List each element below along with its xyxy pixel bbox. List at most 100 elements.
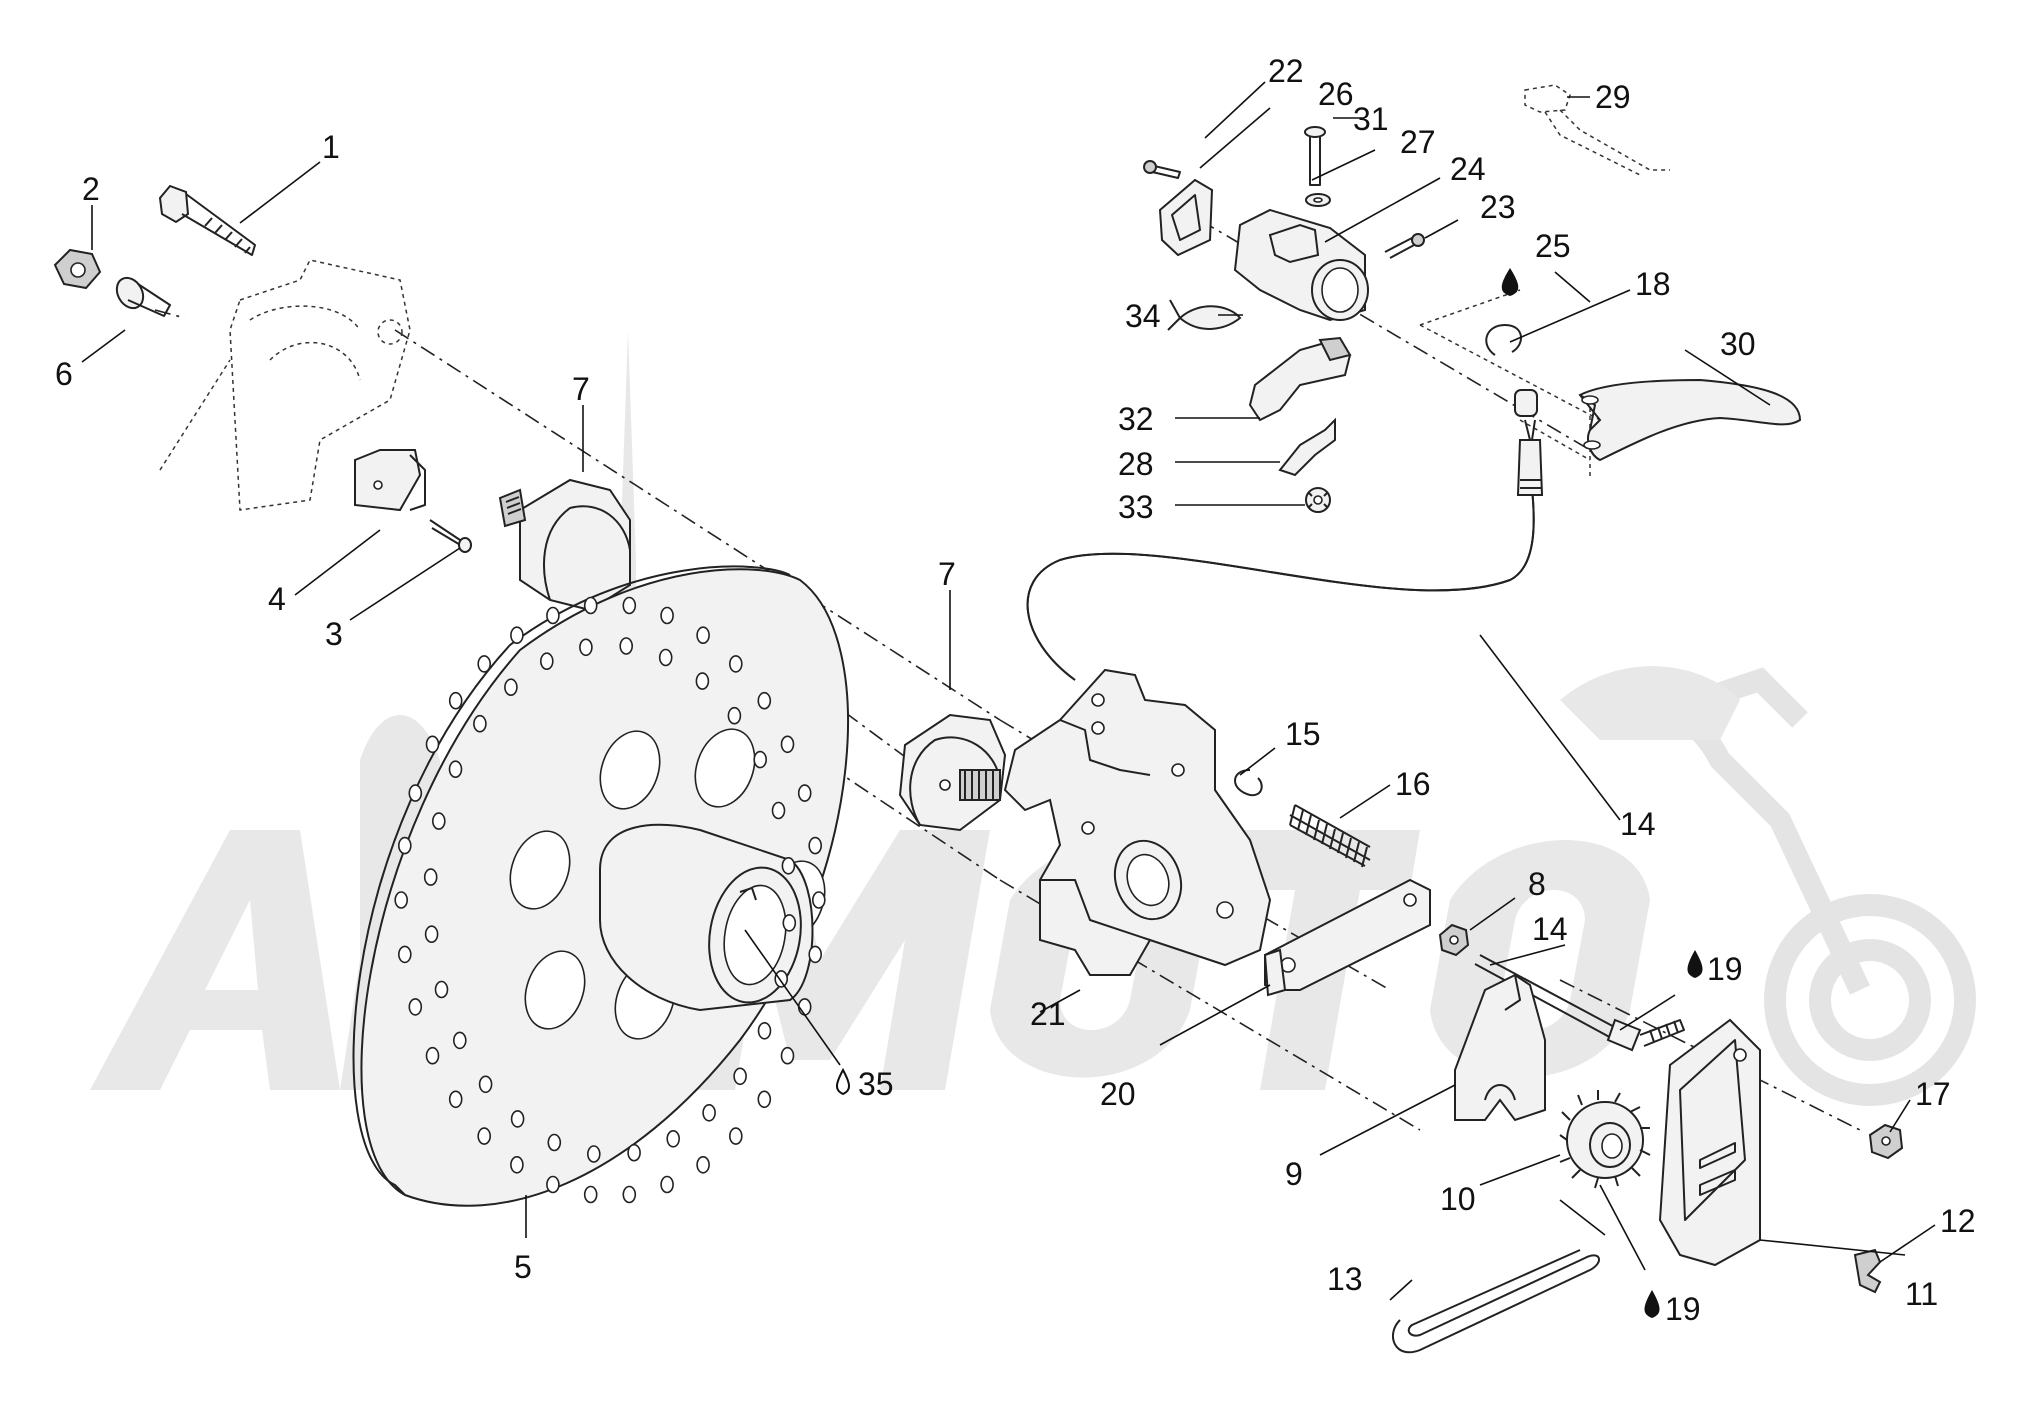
disc-vent-hole [425, 735, 440, 754]
disc-vent-hole [431, 812, 446, 830]
callout-8: 8 [1528, 866, 1546, 902]
callout-15: 15 [1285, 716, 1321, 752]
callout-19a: 19 [1707, 951, 1743, 987]
callout-3: 3 [325, 616, 343, 652]
disc-vent-hole [811, 891, 826, 909]
disc-vent-hole [434, 980, 449, 999]
disc-vent-hole [660, 1175, 674, 1194]
callout-18: 18 [1635, 266, 1671, 302]
callout-11: 11 [1905, 1276, 1938, 1312]
callout-7b: 7 [938, 556, 956, 592]
disc-vent-hole [425, 1046, 440, 1065]
disc-vent-hole [660, 606, 674, 625]
spring-pin-part-13 [1391, 1249, 1600, 1354]
brake-disc-part-5 [352, 565, 849, 1207]
disc-vent-hole [757, 1022, 772, 1040]
callout-14b: 14 [1532, 911, 1568, 947]
disc-vent-hole [782, 914, 797, 932]
lever-part-9 [1454, 973, 1546, 1122]
grease-point-25 [1501, 268, 1519, 296]
bolt-part-6 [115, 276, 171, 317]
disc-vent-hole [757, 1090, 772, 1109]
grease-drop-icon [1501, 268, 1519, 296]
e-clip-part-18 [1485, 324, 1522, 356]
caliper-body-part-21 [1003, 668, 1272, 976]
disc-vent-hole [781, 856, 796, 875]
disc-vent-hole [397, 836, 412, 855]
disc-vent-hole [757, 691, 772, 710]
disc-vent-hole [424, 925, 439, 944]
callout-22: 22 [1268, 53, 1304, 89]
disc-vent-hole [477, 1127, 492, 1145]
disc-vent-hole [583, 1185, 598, 1204]
disc-vent-hole [666, 1130, 681, 1148]
callout-7a: 7 [572, 371, 590, 407]
disc-vent-hole [583, 596, 598, 615]
nut-part-17 [1868, 1123, 1904, 1160]
disc-vent-hole [510, 1156, 524, 1174]
disc-vent-hole [448, 691, 463, 710]
callout-17: 17 [1915, 1076, 1951, 1112]
callout-34: 34 [1125, 298, 1161, 334]
callout-12: 12 [1940, 1203, 1976, 1239]
disc-vent-hole [622, 596, 637, 615]
disc-vent-hole [394, 891, 409, 909]
disc-vent-hole [728, 1127, 743, 1145]
brake-pad-part-7-lower [898, 713, 1007, 832]
callout-14a: 14 [1620, 806, 1656, 842]
callout-26: 26 [1318, 76, 1354, 112]
callout-28: 28 [1118, 446, 1154, 482]
cover-part-26 [1158, 178, 1214, 257]
sprocket-part-10 [1559, 1090, 1651, 1189]
brake-lever-part-30 [1578, 378, 1802, 462]
housing-part-24 [1233, 208, 1369, 322]
disc-vent-hole [397, 945, 412, 964]
oil-drop-outline-icon [836, 1067, 850, 1096]
disc-vent-hole [452, 1031, 467, 1050]
disc-vent-hole [808, 836, 823, 855]
washer-part-27 [1305, 193, 1331, 207]
callout-16: 16 [1395, 766, 1431, 802]
disc-vent-hole [658, 648, 673, 667]
switch-part-29 [1524, 84, 1670, 176]
grease-drop-icon [1644, 1290, 1660, 1318]
disc-vent-hole [774, 970, 789, 988]
bracket-part-4 [354, 449, 426, 512]
disc-vent-hole [408, 784, 423, 802]
callout-35: 35 [858, 1066, 894, 1102]
disc-vent-hole [408, 998, 423, 1016]
callout-19b: 19 [1665, 1291, 1701, 1327]
disc-vent-hole [702, 1104, 716, 1122]
callout-5: 5 [514, 1249, 532, 1285]
wing-screw-part-12 [1853, 1248, 1882, 1294]
bolt-part-1 [158, 184, 256, 256]
disc-vent-hole [728, 655, 743, 673]
callout-20: 20 [1100, 1076, 1136, 1112]
lock-washer-part-33 [1305, 487, 1331, 513]
disc-vent-hole [477, 655, 492, 673]
disc-vent-hole [579, 638, 593, 657]
disc-vent-hole [586, 1145, 601, 1163]
bracket-part-32 [1248, 336, 1352, 422]
disc-vent-hole [695, 672, 710, 690]
disc-vent-hole [478, 1075, 493, 1094]
callout-25: 25 [1535, 228, 1571, 264]
disc-vent-hole [504, 678, 518, 697]
disc-vent-hole [622, 1185, 637, 1204]
callout-29: 29 [1595, 79, 1631, 115]
callout-30: 30 [1720, 326, 1756, 362]
brake-pad-part-7-upper [498, 478, 631, 612]
screw-part-3 [429, 519, 472, 553]
callout-10: 10 [1440, 1181, 1476, 1217]
circlip-part-15 [1234, 769, 1263, 797]
nut-part-8 [1438, 923, 1470, 957]
disc-vent-hole [539, 652, 554, 671]
disc-vent-hole [510, 626, 524, 645]
callout-4: 4 [268, 581, 286, 617]
disc-vent-hole [727, 706, 742, 725]
disc-vent-hole [546, 1175, 560, 1194]
nut-part-2 [53, 248, 102, 290]
frame-mount-bracket [159, 259, 411, 511]
callout-labels: 1 2 3 4 5 6 7 7 8 9 10 11 12 13 14 14 15… [55, 53, 1976, 1327]
